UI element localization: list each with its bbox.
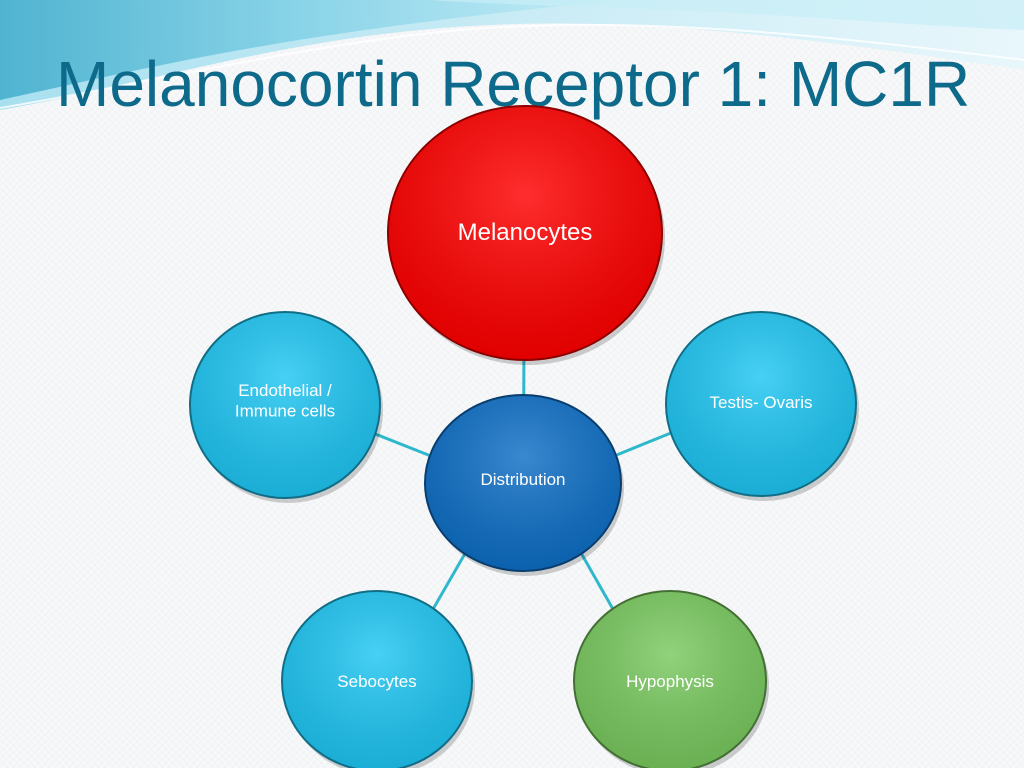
node-testis-label: Testis- Ovaris xyxy=(710,393,813,412)
node-sebocytes-label: Sebocytes xyxy=(337,672,416,691)
node-hypophysis-label-line: Hypophysis xyxy=(626,672,714,691)
node-testis: Testis- Ovaris xyxy=(665,311,859,501)
wave-line xyxy=(0,23,1024,109)
node-testis-sheen xyxy=(667,313,855,495)
node-sebocytes-label-line: Sebocytes xyxy=(337,672,416,691)
node-testis-label-line: Testis- Ovaris xyxy=(710,393,813,412)
node-endothelial-label-line: Endothelial / xyxy=(238,381,332,400)
node-hypophysis-label: Hypophysis xyxy=(626,672,714,691)
node-melanocytes-sheen xyxy=(389,107,661,359)
node-melanocytes-label: Melanocytes xyxy=(458,219,593,246)
node-sebocytes: Sebocytes xyxy=(281,590,475,768)
wave-band-highlight xyxy=(430,0,1024,30)
node-hypophysis: Hypophysis xyxy=(573,590,769,768)
node-center-label: Distribution xyxy=(480,470,565,489)
node-sebocytes-sheen xyxy=(283,592,471,768)
node-melanocytes-label-line: Melanocytes xyxy=(458,219,593,246)
connector-hypophysis xyxy=(580,552,615,610)
node-hypophysis-sheen xyxy=(575,592,765,768)
node-center-sheen xyxy=(426,396,620,570)
node-endothelial-label: Endothelial /Immune cells xyxy=(235,381,335,420)
wave-band-front xyxy=(0,0,620,100)
node-endothelial-label-line: Immune cells xyxy=(235,401,335,420)
node-melanocytes: Melanocytes xyxy=(387,105,665,365)
node-center: Distribution xyxy=(424,394,624,576)
node-center-label-line: Distribution xyxy=(480,470,565,489)
node-endothelial-sheen xyxy=(191,313,379,497)
connector-endothelial xyxy=(374,432,431,457)
node-endothelial: Endothelial /Immune cells xyxy=(189,311,383,503)
header-wave-decoration xyxy=(0,0,1024,110)
connector-testis xyxy=(615,431,672,457)
connector-sebocytes xyxy=(432,553,467,610)
